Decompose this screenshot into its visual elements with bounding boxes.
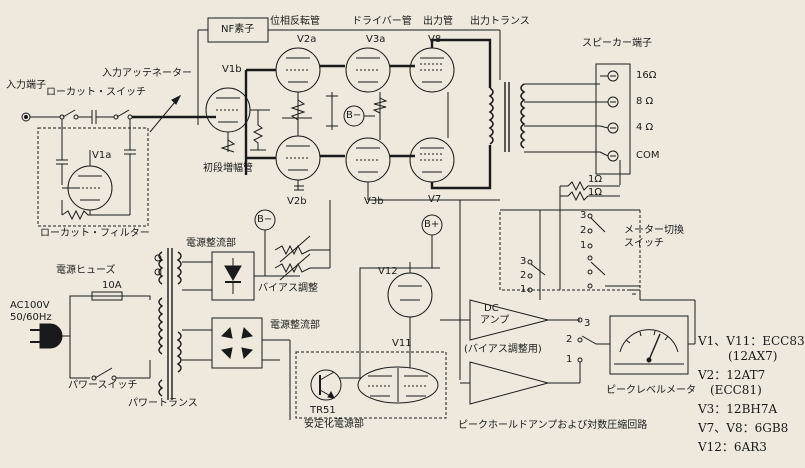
label-output-trans: 出力トランス bbox=[470, 16, 530, 27]
label-input-attenuator: 入力アッテネーター bbox=[102, 68, 192, 79]
stabilizer-box bbox=[295, 351, 447, 419]
nf-element-box bbox=[207, 17, 269, 43]
label-speaker-com: COM bbox=[636, 150, 660, 161]
lowcut-switch-contact bbox=[62, 109, 76, 118]
tube-list-line: V12：6AR3 bbox=[698, 440, 767, 454]
tube-list-line: V2：12AT7 bbox=[698, 368, 766, 382]
label-sw-b-1: 1 bbox=[520, 284, 527, 295]
label-power-switch: パワースイッチ bbox=[68, 380, 138, 391]
label-stabilizer: 安定化電源部 bbox=[304, 419, 364, 430]
label-fuse-rating: 10A bbox=[102, 280, 122, 291]
label-v11: V11 bbox=[392, 338, 412, 349]
label-b-minus-bias: B− bbox=[257, 214, 273, 225]
label-meter-switch-2: スイッチ bbox=[624, 238, 664, 249]
label-v3b: V3b bbox=[364, 196, 384, 207]
label-sw-b-3: 3 bbox=[520, 256, 527, 267]
label-b-plus: B+ bbox=[424, 219, 440, 230]
label-tr51: TR51 bbox=[310, 405, 336, 416]
label-phase-inverter: 位相反転管 bbox=[270, 16, 320, 27]
label-v12: V12 bbox=[378, 266, 398, 277]
tube-list-line: V3：12BH7A bbox=[698, 402, 778, 416]
label-sw-c-3: 3 bbox=[584, 318, 591, 329]
label-bias-adjust: バイアス調整 bbox=[258, 283, 318, 294]
label-dc-amp-1: DC bbox=[484, 303, 499, 314]
label-nf-element: NF素子 bbox=[221, 24, 255, 35]
transistor-tr51 bbox=[310, 369, 342, 401]
tube-list: V1、V11：ECC83 (12AX7) V2：12AT7 (ECC81) V3… bbox=[698, 334, 805, 455]
label-speaker-terminal: スピーカー端子 bbox=[582, 38, 652, 49]
b-minus-node-bias bbox=[254, 209, 276, 231]
label-v1a: V1a bbox=[92, 150, 112, 161]
label-power-fuse: 電源ヒューズ bbox=[56, 265, 116, 276]
label-v1b: V1b bbox=[222, 64, 242, 75]
label-rectifier-2: 電源整流部 bbox=[270, 320, 320, 331]
label-b-minus-driver: B− bbox=[346, 110, 362, 121]
label-lowcut-switch: ローカット・スイッチ bbox=[46, 87, 146, 98]
label-driver-tube: ドライバー管 bbox=[352, 16, 412, 27]
lowcut-filter-box bbox=[37, 127, 149, 227]
tube-v3a bbox=[345, 47, 391, 93]
ac-plug-icon bbox=[39, 323, 63, 349]
label-sw-a-2: 2 bbox=[580, 225, 587, 236]
label-v8: V8 bbox=[428, 34, 442, 45]
label-lowcut-filter: ローカット・フィルター bbox=[40, 228, 150, 239]
label-v2a: V2a bbox=[297, 34, 317, 45]
label-v2b: V2b bbox=[287, 196, 307, 207]
speaker-terminal-block bbox=[595, 63, 631, 175]
label-dc-amp-2: アンプ bbox=[480, 315, 510, 326]
tube-list-line: (12AX7) bbox=[728, 349, 778, 363]
label-power-trans: パワートランス bbox=[128, 398, 198, 409]
tube-list-line: V1、V11：ECC83 bbox=[698, 334, 805, 348]
rectifier-2-box bbox=[211, 317, 263, 369]
label-speaker-16: 16Ω bbox=[636, 70, 657, 81]
label-sw-a-3: 3 bbox=[580, 210, 587, 221]
label-ac-rating: AC100V bbox=[10, 300, 50, 311]
label-rectifier-1: 電源整流部 bbox=[186, 238, 236, 249]
power-fuse bbox=[91, 291, 123, 301]
label-meter-switch-1: メーター切換 bbox=[624, 225, 684, 236]
tube-v12 bbox=[387, 272, 433, 318]
peak-hold-amplifier bbox=[469, 361, 550, 405]
label-peak-meter: ピークレベルメータ bbox=[606, 385, 696, 396]
label-resistor-1a: 1Ω bbox=[588, 174, 603, 185]
label-resistor-1b: 1Ω bbox=[588, 187, 603, 198]
label-speaker-4: 4 Ω bbox=[636, 122, 654, 133]
label-sw-c-1: 1 bbox=[566, 354, 573, 365]
meter-switch-box bbox=[499, 209, 641, 291]
label-sw-c-2: 2 bbox=[566, 334, 573, 345]
tube-v11 bbox=[357, 366, 439, 404]
label-dc-amp-note: (バイアス調整用) bbox=[464, 344, 542, 355]
label-speaker-8: 8 Ω bbox=[636, 96, 654, 107]
label-sw-a-1: 1 bbox=[580, 240, 587, 251]
label-v3a: V3a bbox=[366, 34, 386, 45]
tube-list-line: (ECC81) bbox=[710, 383, 762, 397]
label-first-stage-amp: 初段増幅管 bbox=[203, 163, 253, 174]
label-output-tube: 出力管 bbox=[423, 16, 453, 27]
label-freq: 50/60Hz bbox=[10, 312, 52, 323]
label-peak-hold: ピークホールドアンプおよび対数圧縮回路 bbox=[458, 420, 648, 431]
label-sw-b-2: 2 bbox=[520, 270, 527, 281]
label-v7: V7 bbox=[428, 194, 442, 205]
tube-list-line: V7、V8：6GB8 bbox=[698, 421, 789, 435]
peak-level-meter bbox=[609, 315, 689, 375]
label-input-terminal: 入力端子 bbox=[6, 80, 46, 91]
